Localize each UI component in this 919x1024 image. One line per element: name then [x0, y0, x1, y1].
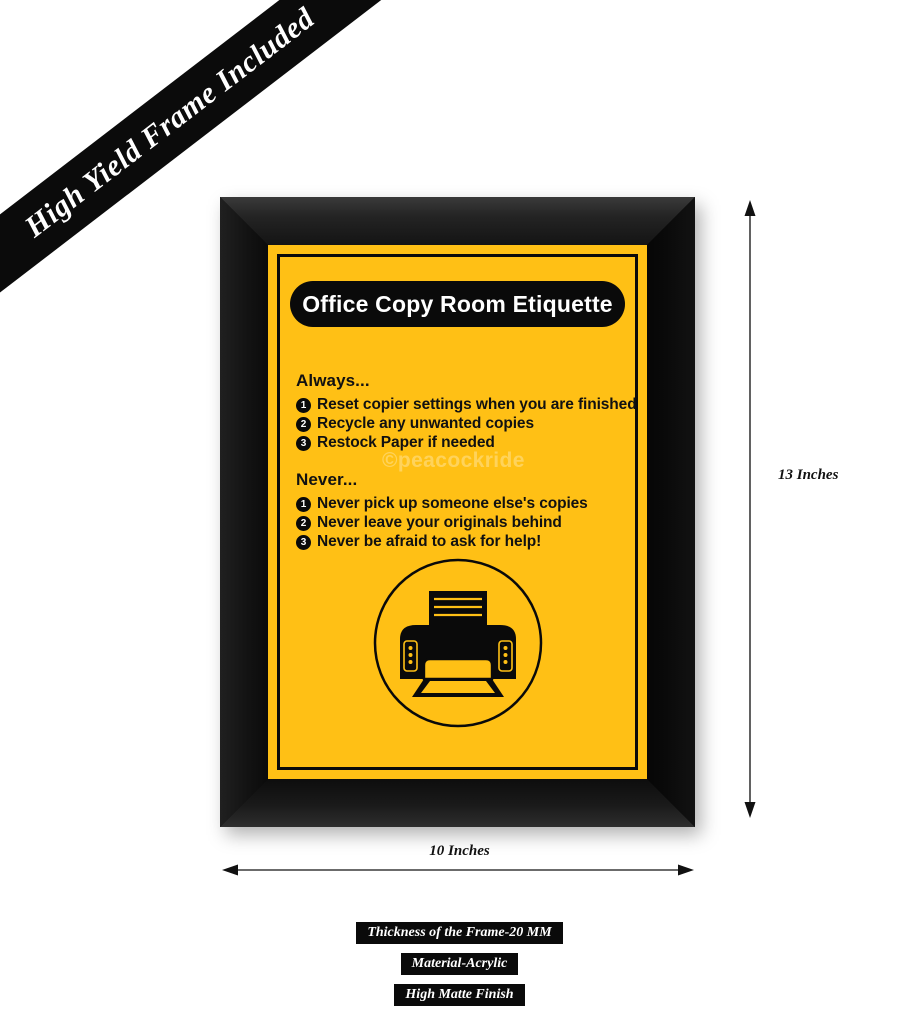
- frame-bevel-right: [647, 197, 695, 827]
- poster-artwork: Office Copy Room Etiquette Always... 1 R…: [268, 245, 647, 779]
- list-item: 1 Never pick up someone else's copies: [296, 495, 625, 513]
- width-dimension-arrow: [222, 862, 694, 878]
- list-item: 1 Reset copier settings when you are fin…: [296, 396, 637, 414]
- section-never-heading: Never...: [296, 470, 358, 489]
- bullet-number-icon: 1: [296, 496, 311, 512]
- bullet-number-icon: 1: [296, 397, 311, 413]
- bullet-number-icon: 2: [296, 515, 311, 531]
- list-item: 3 Restock Paper if needed: [296, 434, 625, 452]
- printer-icon: [372, 557, 544, 729]
- spec-row: Material-Acrylic: [0, 953, 919, 975]
- height-dimension-arrow: [742, 200, 758, 818]
- list-item-label: Never pick up someone else's copies: [317, 495, 588, 512]
- list-item: 2 Recycle any unwanted copies: [296, 415, 625, 433]
- list-item: 2 Never leave your originals behind: [296, 514, 625, 532]
- status-badge: Thickness of the Frame-20 MM: [356, 922, 563, 944]
- poster-title-pill: Office Copy Room Etiquette: [290, 281, 625, 327]
- bullet-number-icon: 2: [296, 416, 311, 432]
- section-always-list: 1 Reset copier settings when you are fin…: [296, 396, 637, 452]
- spec-row: Thickness of the Frame-20 MM: [0, 922, 919, 944]
- frame-bevel-bottom: [220, 779, 695, 827]
- spec-row: High Matte Finish: [0, 984, 919, 1006]
- bullet-number-icon: 3: [296, 435, 311, 451]
- status-badge: High Matte Finish: [394, 984, 525, 1006]
- poster-inner-border: [277, 254, 638, 770]
- list-item-label: Recycle any unwanted copies: [317, 415, 534, 432]
- section-always: Always... 1 Reset copier settings when y…: [296, 371, 637, 452]
- bullet-number-icon: 3: [296, 534, 311, 550]
- section-never: Never... 1 Never pick up someone else's …: [296, 470, 625, 551]
- list-item-label: Restock Paper if needed: [317, 434, 495, 451]
- list-item-label: Never leave your originals behind: [317, 514, 562, 531]
- poster-content: Office Copy Room Etiquette Always... 1 R…: [290, 267, 637, 757]
- status-badge: Material-Acrylic: [400, 953, 519, 975]
- list-item-label: Never be afraid to ask for help!: [317, 533, 542, 550]
- list-item-label: Reset copier settings when you are finis…: [317, 396, 637, 413]
- spec-badge-list: Thickness of the Frame-20 MM Material-Ac…: [0, 922, 919, 1015]
- height-dimension-label: 13 Inches: [778, 467, 839, 483]
- frame-bevel-top: [220, 197, 695, 245]
- frame-bevel-left: [220, 197, 268, 827]
- framed-poster: Office Copy Room Etiquette Always... 1 R…: [220, 197, 701, 835]
- list-item: 3 Never be afraid to ask for help!: [296, 533, 625, 551]
- section-never-list: 1 Never pick up someone else's copies 2 …: [296, 495, 625, 551]
- poster-title: Office Copy Room Etiquette: [302, 290, 613, 317]
- width-dimension-label: 10 Inches: [429, 843, 490, 859]
- section-always-heading: Always...: [296, 371, 370, 390]
